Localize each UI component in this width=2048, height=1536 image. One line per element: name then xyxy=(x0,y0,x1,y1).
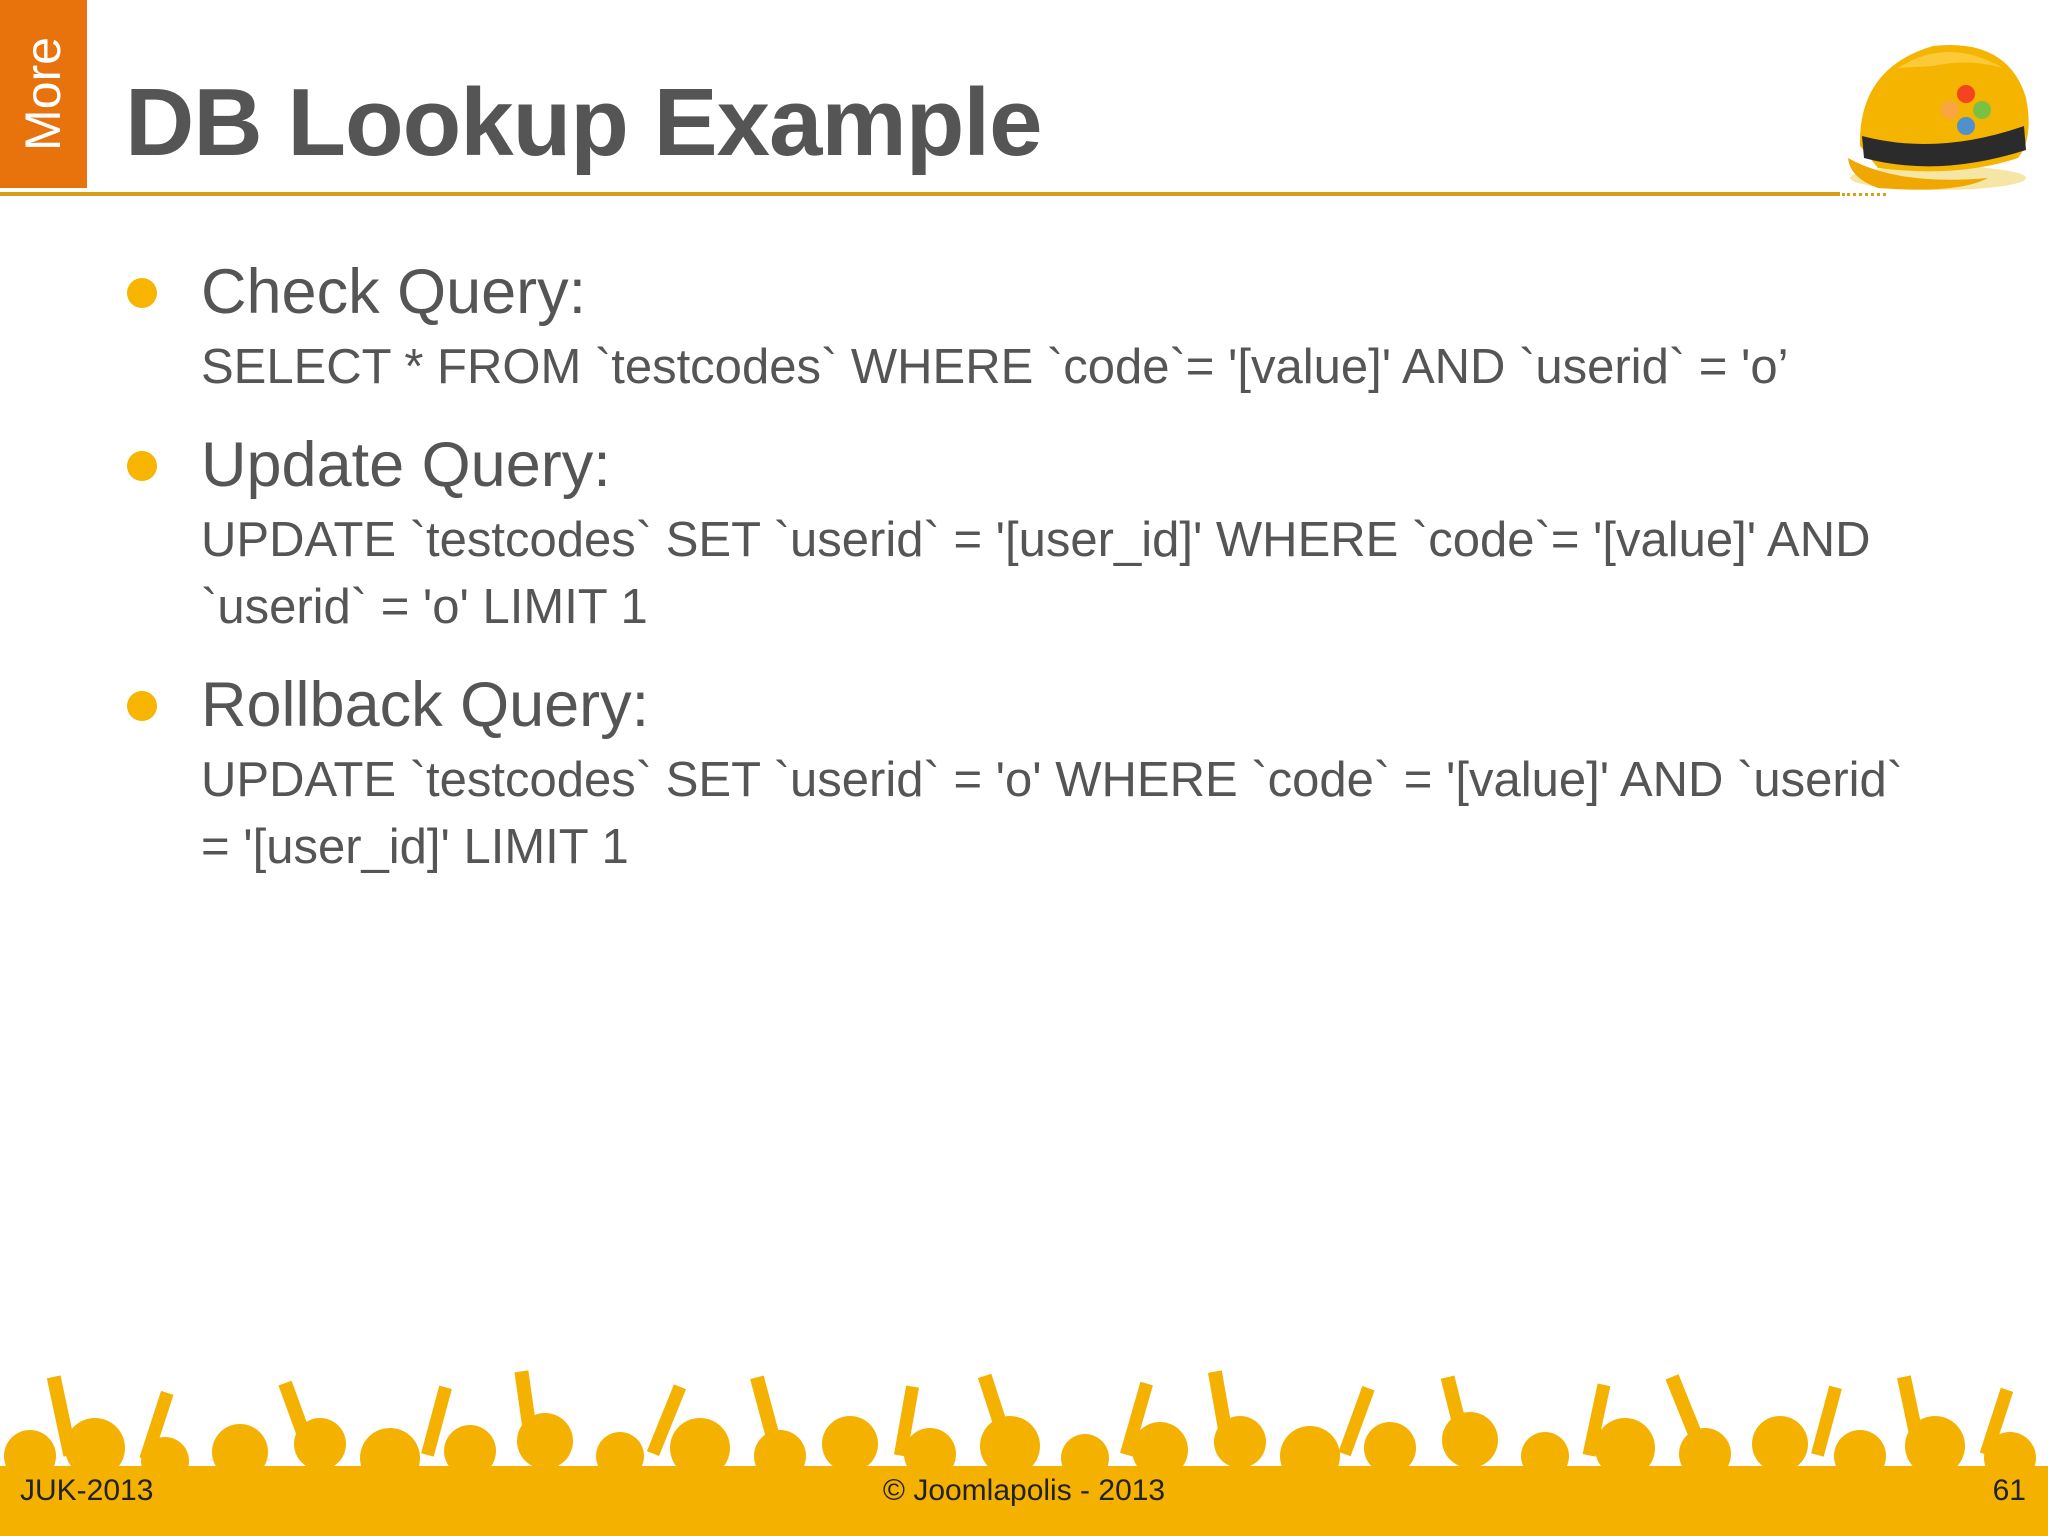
footer-event: JUK-2013 xyxy=(20,1474,154,1507)
bullet-dot-icon xyxy=(127,451,157,481)
item-query: SELECT * FROM `testcodes` WHERE `code`= … xyxy=(201,340,1789,394)
item-query: UPDATE `testcodes` SET `userid` = '[user… xyxy=(201,513,1871,634)
title-underline xyxy=(0,192,1840,196)
item-query: UPDATE `testcodes` SET `userid` = 'o' WH… xyxy=(201,753,1904,874)
crowd-silhouette-icon xyxy=(0,1370,2048,1536)
item-heading: Update Query: xyxy=(201,430,611,500)
hard-hat-logo-icon xyxy=(1848,45,2029,190)
section-tab-label: More xyxy=(15,37,71,151)
bullet-dot-icon xyxy=(127,278,157,308)
list-item: Check Query: SELECT * FROM `testcodes` W… xyxy=(125,250,1925,401)
list-item: Update Query: UPDATE `testcodes` SET `us… xyxy=(125,423,1925,641)
section-tab: More xyxy=(0,0,87,188)
item-heading: Rollback Query: xyxy=(201,670,650,740)
slide-title: DB Lookup Example xyxy=(125,69,1042,176)
title-underline-dots xyxy=(1842,193,1886,196)
footer-copyright: © Joomlapolis - 2013 xyxy=(882,1474,1166,1507)
item-heading: Check Query: xyxy=(201,257,587,327)
bullet-list: Check Query: SELECT * FROM `testcodes` W… xyxy=(125,250,1925,903)
list-item: Rollback Query: UPDATE `testcodes` SET `… xyxy=(125,663,1925,881)
bullet-dot-icon xyxy=(127,691,157,721)
footer-page-number: 61 xyxy=(1992,1474,2026,1507)
